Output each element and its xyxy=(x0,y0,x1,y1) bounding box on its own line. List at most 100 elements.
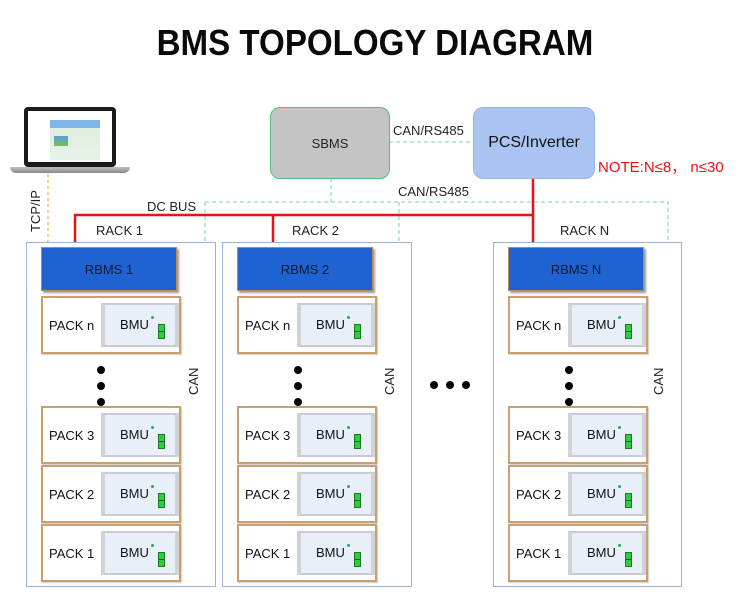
dc-bus-line xyxy=(73,213,533,245)
can-rs485-bus xyxy=(205,201,669,260)
pack-label: PACK 3 xyxy=(49,428,95,443)
rack-1-pack-3: PACK 3 BMU xyxy=(41,406,181,464)
status-dot-icon xyxy=(347,544,350,547)
vertical-ellipsis-icon xyxy=(565,366,575,414)
rbms-2-label: RBMS 2 xyxy=(280,261,330,277)
pack-label: PACK 1 xyxy=(49,546,95,561)
pack-label: PACK 1 xyxy=(516,546,562,561)
bmu-label: BMU xyxy=(587,427,616,442)
bmu-label: BMU xyxy=(120,545,149,560)
led-indicator-icon xyxy=(158,493,165,508)
bmu-label: BMU xyxy=(316,486,345,501)
led-indicator-icon xyxy=(354,493,361,508)
status-dot-icon xyxy=(151,544,154,547)
led-indicator-icon xyxy=(625,434,632,449)
rbms-n-label: RBMS N xyxy=(550,261,602,277)
status-dot-icon xyxy=(151,316,154,319)
rack-2-pack-2: PACK 2 BMU xyxy=(237,465,377,523)
led-indicator-icon xyxy=(158,552,165,567)
status-dot-icon xyxy=(618,316,621,319)
pack-label: PACK n xyxy=(516,318,562,333)
status-dot-icon xyxy=(347,426,350,429)
can-label-rack-1: CAN xyxy=(186,367,201,395)
status-dot-icon xyxy=(618,485,621,488)
can-rs485-top-label: CAN/RS485 xyxy=(393,123,464,138)
bmu-module: BMU xyxy=(101,531,179,575)
status-dot-icon xyxy=(151,485,154,488)
bmu-module: BMU xyxy=(568,472,646,516)
bmu-module: BMU xyxy=(101,303,179,347)
rack-1-pack-1: PACK 1 BMU xyxy=(41,524,181,582)
horizontal-ellipsis-icon xyxy=(430,376,478,394)
pack-label: PACK 2 xyxy=(245,487,291,502)
pack-label: PACK 3 xyxy=(516,428,562,443)
status-dot-icon xyxy=(151,426,154,429)
rbms-1-label: RBMS 1 xyxy=(84,261,134,277)
rack-1-label: RACK 1 xyxy=(96,223,143,238)
note-text: NOTE:N≤8， n≤30 xyxy=(598,159,724,176)
bmu-label: BMU xyxy=(587,545,616,560)
can-label-rack-n: CAN xyxy=(651,367,666,395)
led-indicator-icon xyxy=(354,434,361,449)
led-indicator-icon xyxy=(625,552,632,567)
pack-label: PACK n xyxy=(49,318,95,333)
pack-label: PACK n xyxy=(245,318,291,333)
rack-2-label: RACK 2 xyxy=(292,223,339,238)
led-indicator-icon xyxy=(625,324,632,339)
bmu-label: BMU xyxy=(316,317,345,332)
bmu-label: BMU xyxy=(316,427,345,442)
bmu-module: BMU xyxy=(568,531,646,575)
diagram-title: BMS TOPOLOGY DIAGRAM xyxy=(156,22,594,63)
rack-2-pack-n: PACK n BMU xyxy=(237,296,377,354)
rack-n-pack-3: PACK 3 BMU xyxy=(508,406,648,464)
rbms-2: RBMS 2 xyxy=(237,247,373,291)
pack-label: PACK 1 xyxy=(245,546,291,561)
led-indicator-icon xyxy=(158,324,165,339)
bmu-label: BMU xyxy=(120,486,149,501)
bmu-module: BMU xyxy=(101,472,179,516)
bmu-label: BMU xyxy=(120,317,149,332)
tcp-ip-label: TCP/IP xyxy=(28,190,43,232)
bmu-module: BMU xyxy=(297,413,375,457)
status-dot-icon xyxy=(347,485,350,488)
can-label-rack-2: CAN xyxy=(382,367,397,395)
led-indicator-icon xyxy=(354,324,361,339)
pcs-label: PCS/Inverter xyxy=(488,134,580,151)
rack-n-label: RACK N xyxy=(560,223,610,238)
led-indicator-icon xyxy=(625,493,632,508)
rack-n-pack-n: PACK n BMU xyxy=(508,296,648,354)
pack-label: PACK 2 xyxy=(49,487,95,502)
status-dot-icon xyxy=(347,316,350,319)
pack-label: PACK 2 xyxy=(516,487,562,502)
vertical-ellipsis-icon xyxy=(97,366,107,414)
dc-bus-label: DC BUS xyxy=(147,199,197,214)
bmu-module: BMU xyxy=(568,303,646,347)
bmu-label: BMU xyxy=(587,486,616,501)
rack-2-pack-1: PACK 1 BMU xyxy=(237,524,377,582)
sbms-label: SBMS xyxy=(311,135,349,151)
rack-1-pack-2: PACK 2 BMU xyxy=(41,465,181,523)
pack-label: PACK 3 xyxy=(245,428,291,443)
rack-1-pack-n: PACK n BMU xyxy=(41,296,181,354)
led-indicator-icon xyxy=(158,434,165,449)
bmu-module: BMU xyxy=(297,472,375,516)
laptop-icon xyxy=(10,107,130,177)
vertical-ellipsis-icon xyxy=(294,366,304,414)
pcs-inverter-node: PCS/Inverter xyxy=(473,107,595,179)
rack-2-pack-3: PACK 3 BMU xyxy=(237,406,377,464)
rack-n-pack-2: PACK 2 BMU xyxy=(508,465,648,523)
rack-n-pack-1: PACK 1 BMU xyxy=(508,524,648,582)
bmu-label: BMU xyxy=(316,545,345,560)
status-dot-icon xyxy=(618,426,621,429)
bmu-label: BMU xyxy=(587,317,616,332)
status-dot-icon xyxy=(618,544,621,547)
bmu-module: BMU xyxy=(297,303,375,347)
led-indicator-icon xyxy=(354,552,361,567)
rbms-n: RBMS N xyxy=(508,247,644,291)
bmu-module: BMU xyxy=(101,413,179,457)
can-rs485-bus-label: CAN/RS485 xyxy=(398,184,469,199)
rbms-1: RBMS 1 xyxy=(41,247,177,291)
sbms-node: SBMS xyxy=(270,107,390,179)
bmu-module: BMU xyxy=(297,531,375,575)
bmu-module: BMU xyxy=(568,413,646,457)
